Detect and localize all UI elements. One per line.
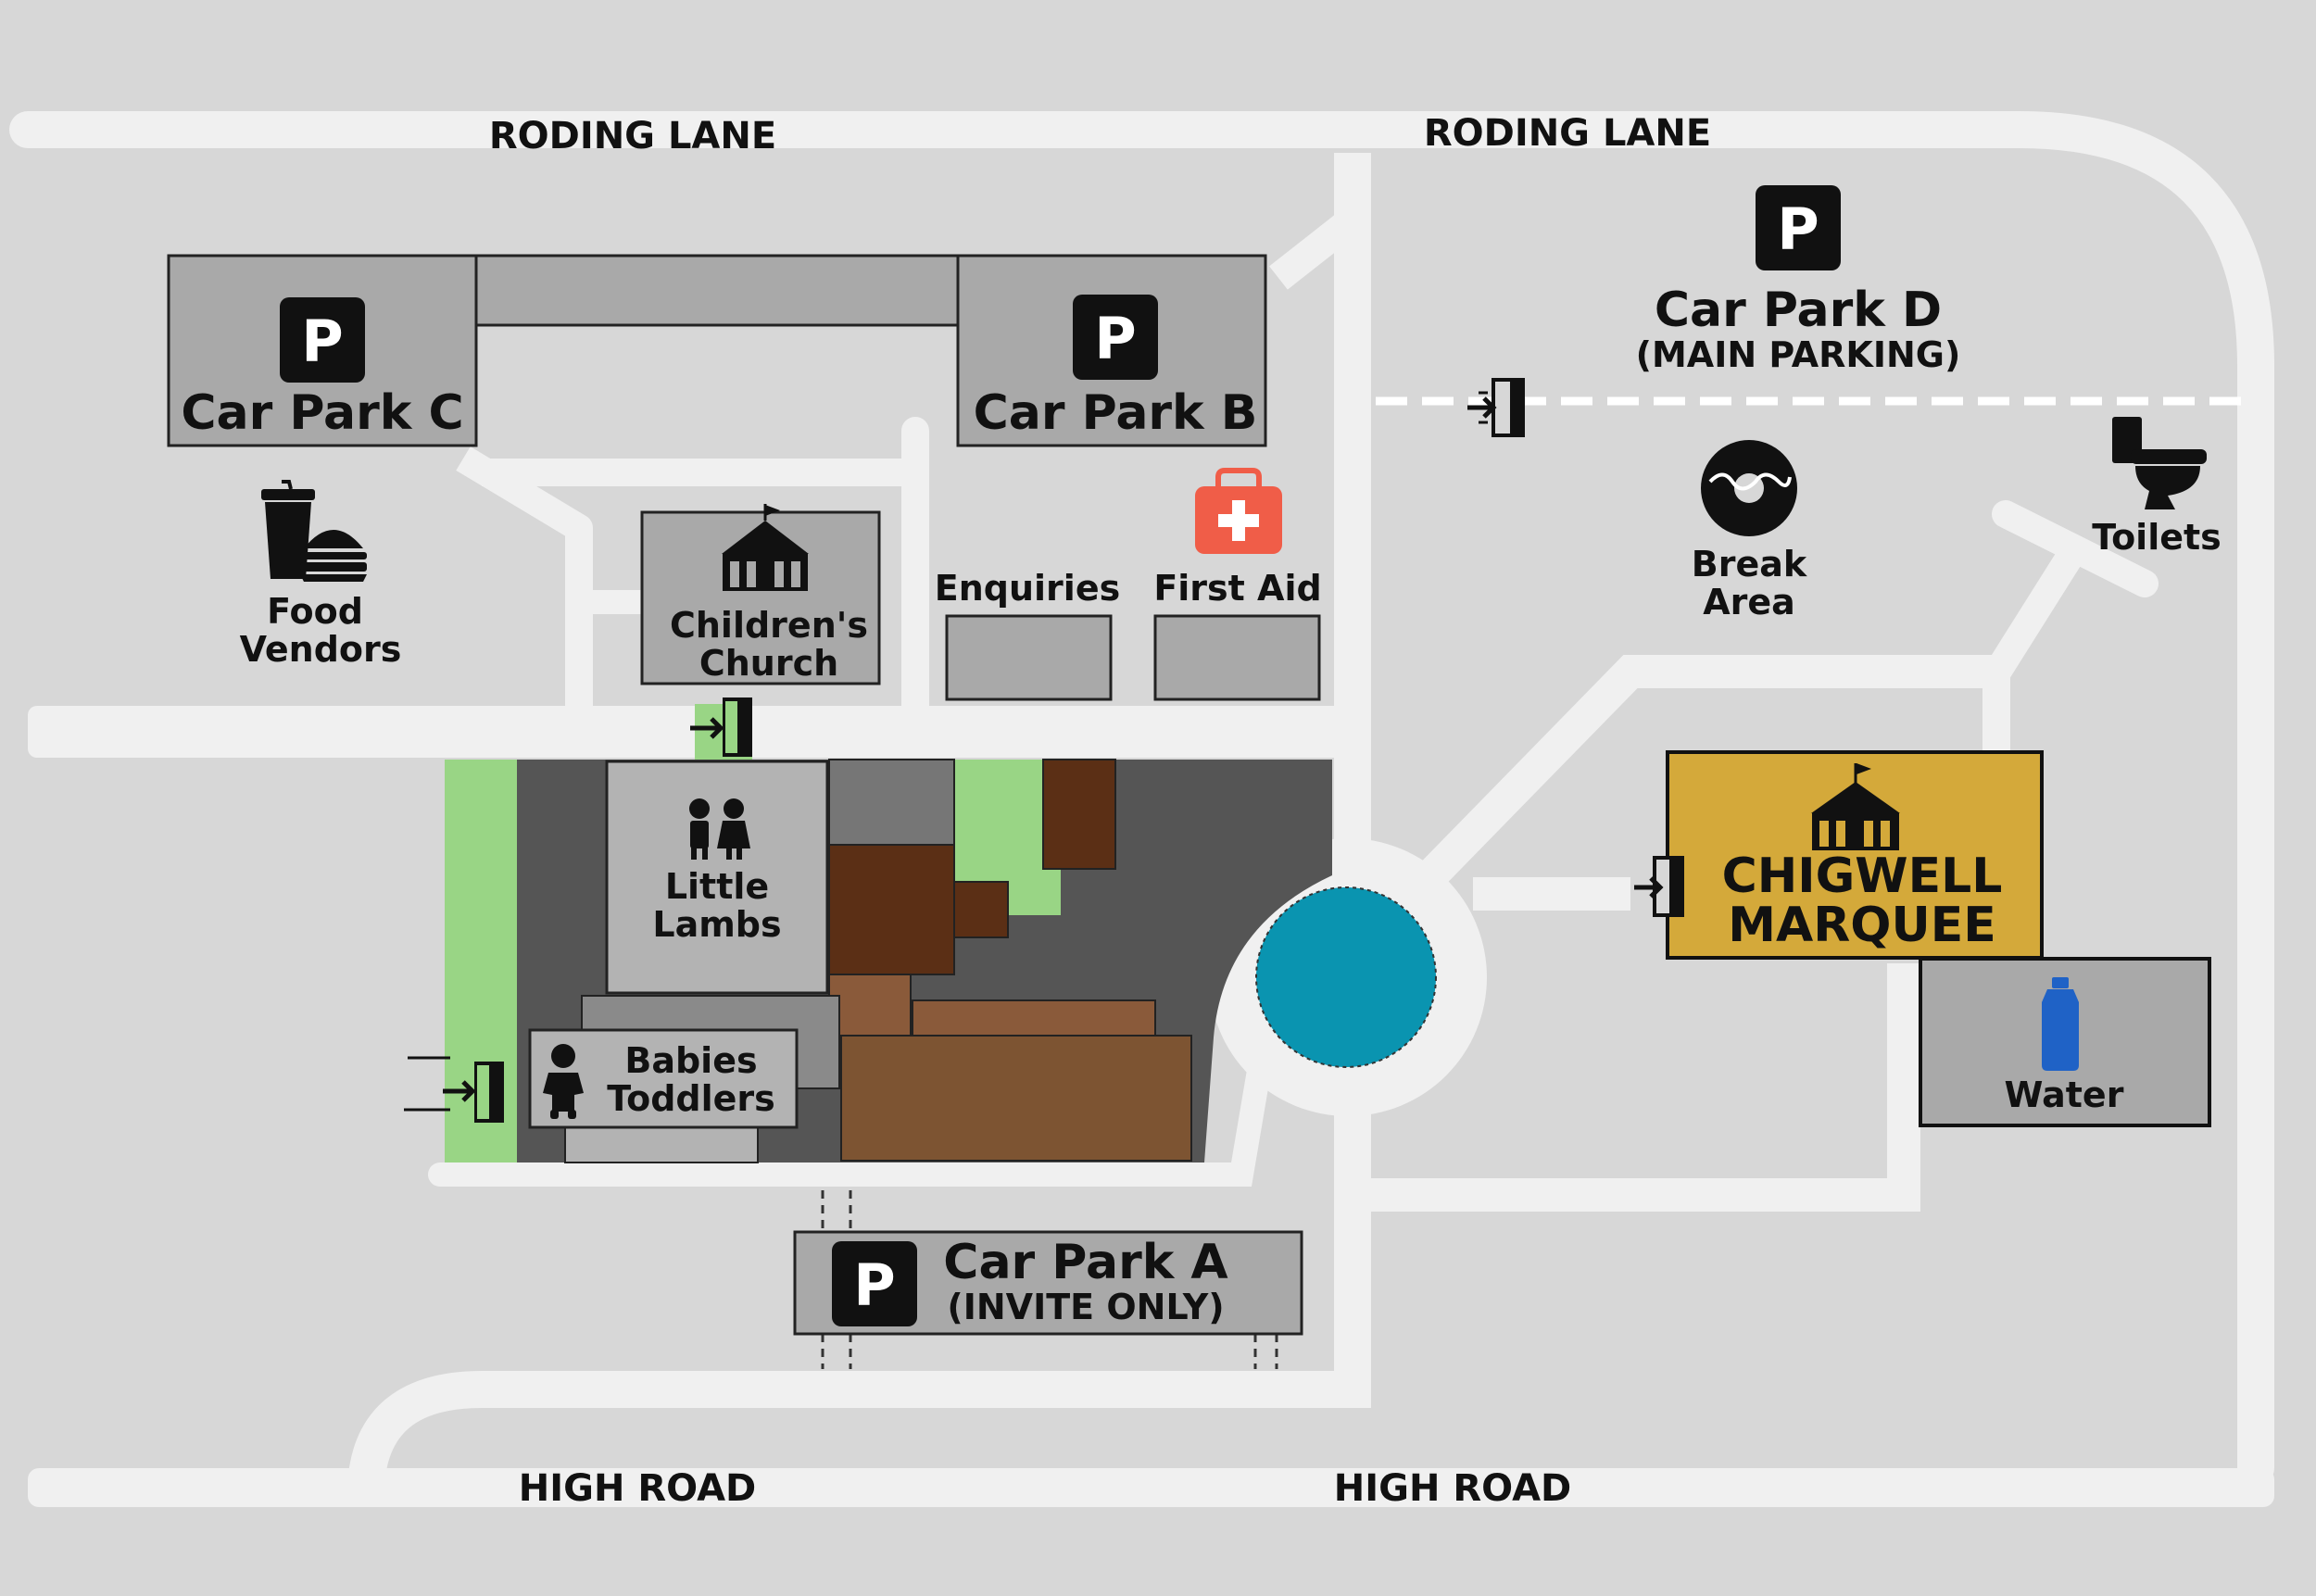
tent-icon: [722, 504, 809, 591]
first-aid-booth[interactable]: First Aid: [1153, 468, 1322, 701]
break-label-1: Break: [1692, 544, 1807, 584]
car-park-a-label: Car Park A: [943, 1235, 1227, 1290]
babies-toddlers-building[interactable]: Babies Toddlers: [528, 1028, 799, 1129]
car-park-d-note: (MAIN PARKING): [1636, 334, 1961, 375]
little-lambs-building[interactable]: Little Lambs: [605, 760, 829, 995]
entrance-icon: [1467, 378, 1525, 437]
road-label-high-road-east: HIGH ROAD: [1334, 1467, 1571, 1510]
car-park-d[interactable]: P Car Park D (MAIN PARKING): [1636, 185, 1961, 375]
parking-icon: [280, 297, 365, 383]
car-park-a-note: (INVITE ONLY): [947, 1287, 1224, 1327]
water-bottle-icon: [2042, 977, 2079, 1071]
parking-letter: P: [1094, 305, 1136, 372]
little-lambs-label-2: Lambs: [652, 904, 781, 945]
enquiries-booth[interactable]: Enquiries: [935, 568, 1120, 701]
car-park-c-label: Car Park C: [181, 385, 463, 441]
enquiries-label: Enquiries: [935, 568, 1120, 609]
water-label: Water: [2005, 1074, 2124, 1115]
chigwell-marquee[interactable]: CHIGWELL MARQUEE: [1666, 750, 2044, 960]
break-label-2: Area: [1703, 582, 1795, 622]
car-park-b[interactable]: P Car Park B: [956, 254, 1267, 447]
toilets[interactable]: Toilets: [2092, 417, 2222, 558]
baby-icon: [543, 1044, 584, 1119]
toilet-icon: [2112, 417, 2207, 509]
parking-letter: P: [853, 1251, 895, 1319]
babies-label-2: Toddlers: [607, 1078, 775, 1119]
childrens-church-label-1: Children's: [670, 605, 868, 646]
childrens-church[interactable]: Children's Church: [640, 504, 881, 685]
food-label-1: Food: [267, 591, 363, 632]
car-park-c[interactable]: P Car Park C: [167, 254, 478, 447]
marquee-label-1: CHIGWELL: [1722, 848, 2003, 904]
babies-label-1: Babies: [624, 1040, 757, 1081]
pond: [1255, 886, 1437, 1068]
first-aid-icon: [1195, 468, 1282, 554]
entrance-icon: [690, 697, 752, 760]
parking-icon: [1073, 295, 1158, 380]
food-label-2: Vendors: [240, 629, 402, 670]
road-label-high-road-west: HIGH ROAD: [519, 1467, 756, 1510]
parking-letter: P: [301, 308, 343, 375]
car-park-a[interactable]: P Car Park A (INVITE ONLY): [793, 1230, 1303, 1336]
road-label-roding-lane-west: RODING LANE: [489, 115, 776, 157]
tent-icon: [1811, 763, 1900, 850]
parking-letter: P: [1777, 195, 1819, 263]
car-park-d-label: Car Park D: [1655, 283, 1942, 338]
break-area[interactable]: Break Area: [1692, 440, 1807, 622]
parking-icon: [1756, 185, 1841, 270]
car-park-connector: [474, 254, 960, 327]
toilets-label: Toilets: [2092, 517, 2222, 558]
donut-icon: [1701, 440, 1797, 536]
marquee-label-2: MARQUEE: [1728, 898, 1996, 953]
water-station[interactable]: Water: [1919, 957, 2211, 1127]
road-label-roding-lane-east: RODING LANE: [1424, 112, 1711, 155]
childrens-church-label-2: Church: [699, 643, 838, 684]
car-park-b-label: Car Park B: [974, 385, 1258, 441]
entrance-icon: [1634, 856, 1684, 917]
food-vendors[interactable]: Food Vendors: [240, 480, 402, 670]
parking-icon: [832, 1241, 917, 1326]
entrance-icon: [404, 1056, 504, 1123]
car-park-a-markings: [821, 1190, 1278, 1369]
first-aid-label: First Aid: [1153, 568, 1321, 609]
little-lambs-label-1: Little: [665, 866, 769, 907]
children-icon: [689, 798, 750, 860]
food-icon: [261, 480, 367, 582]
